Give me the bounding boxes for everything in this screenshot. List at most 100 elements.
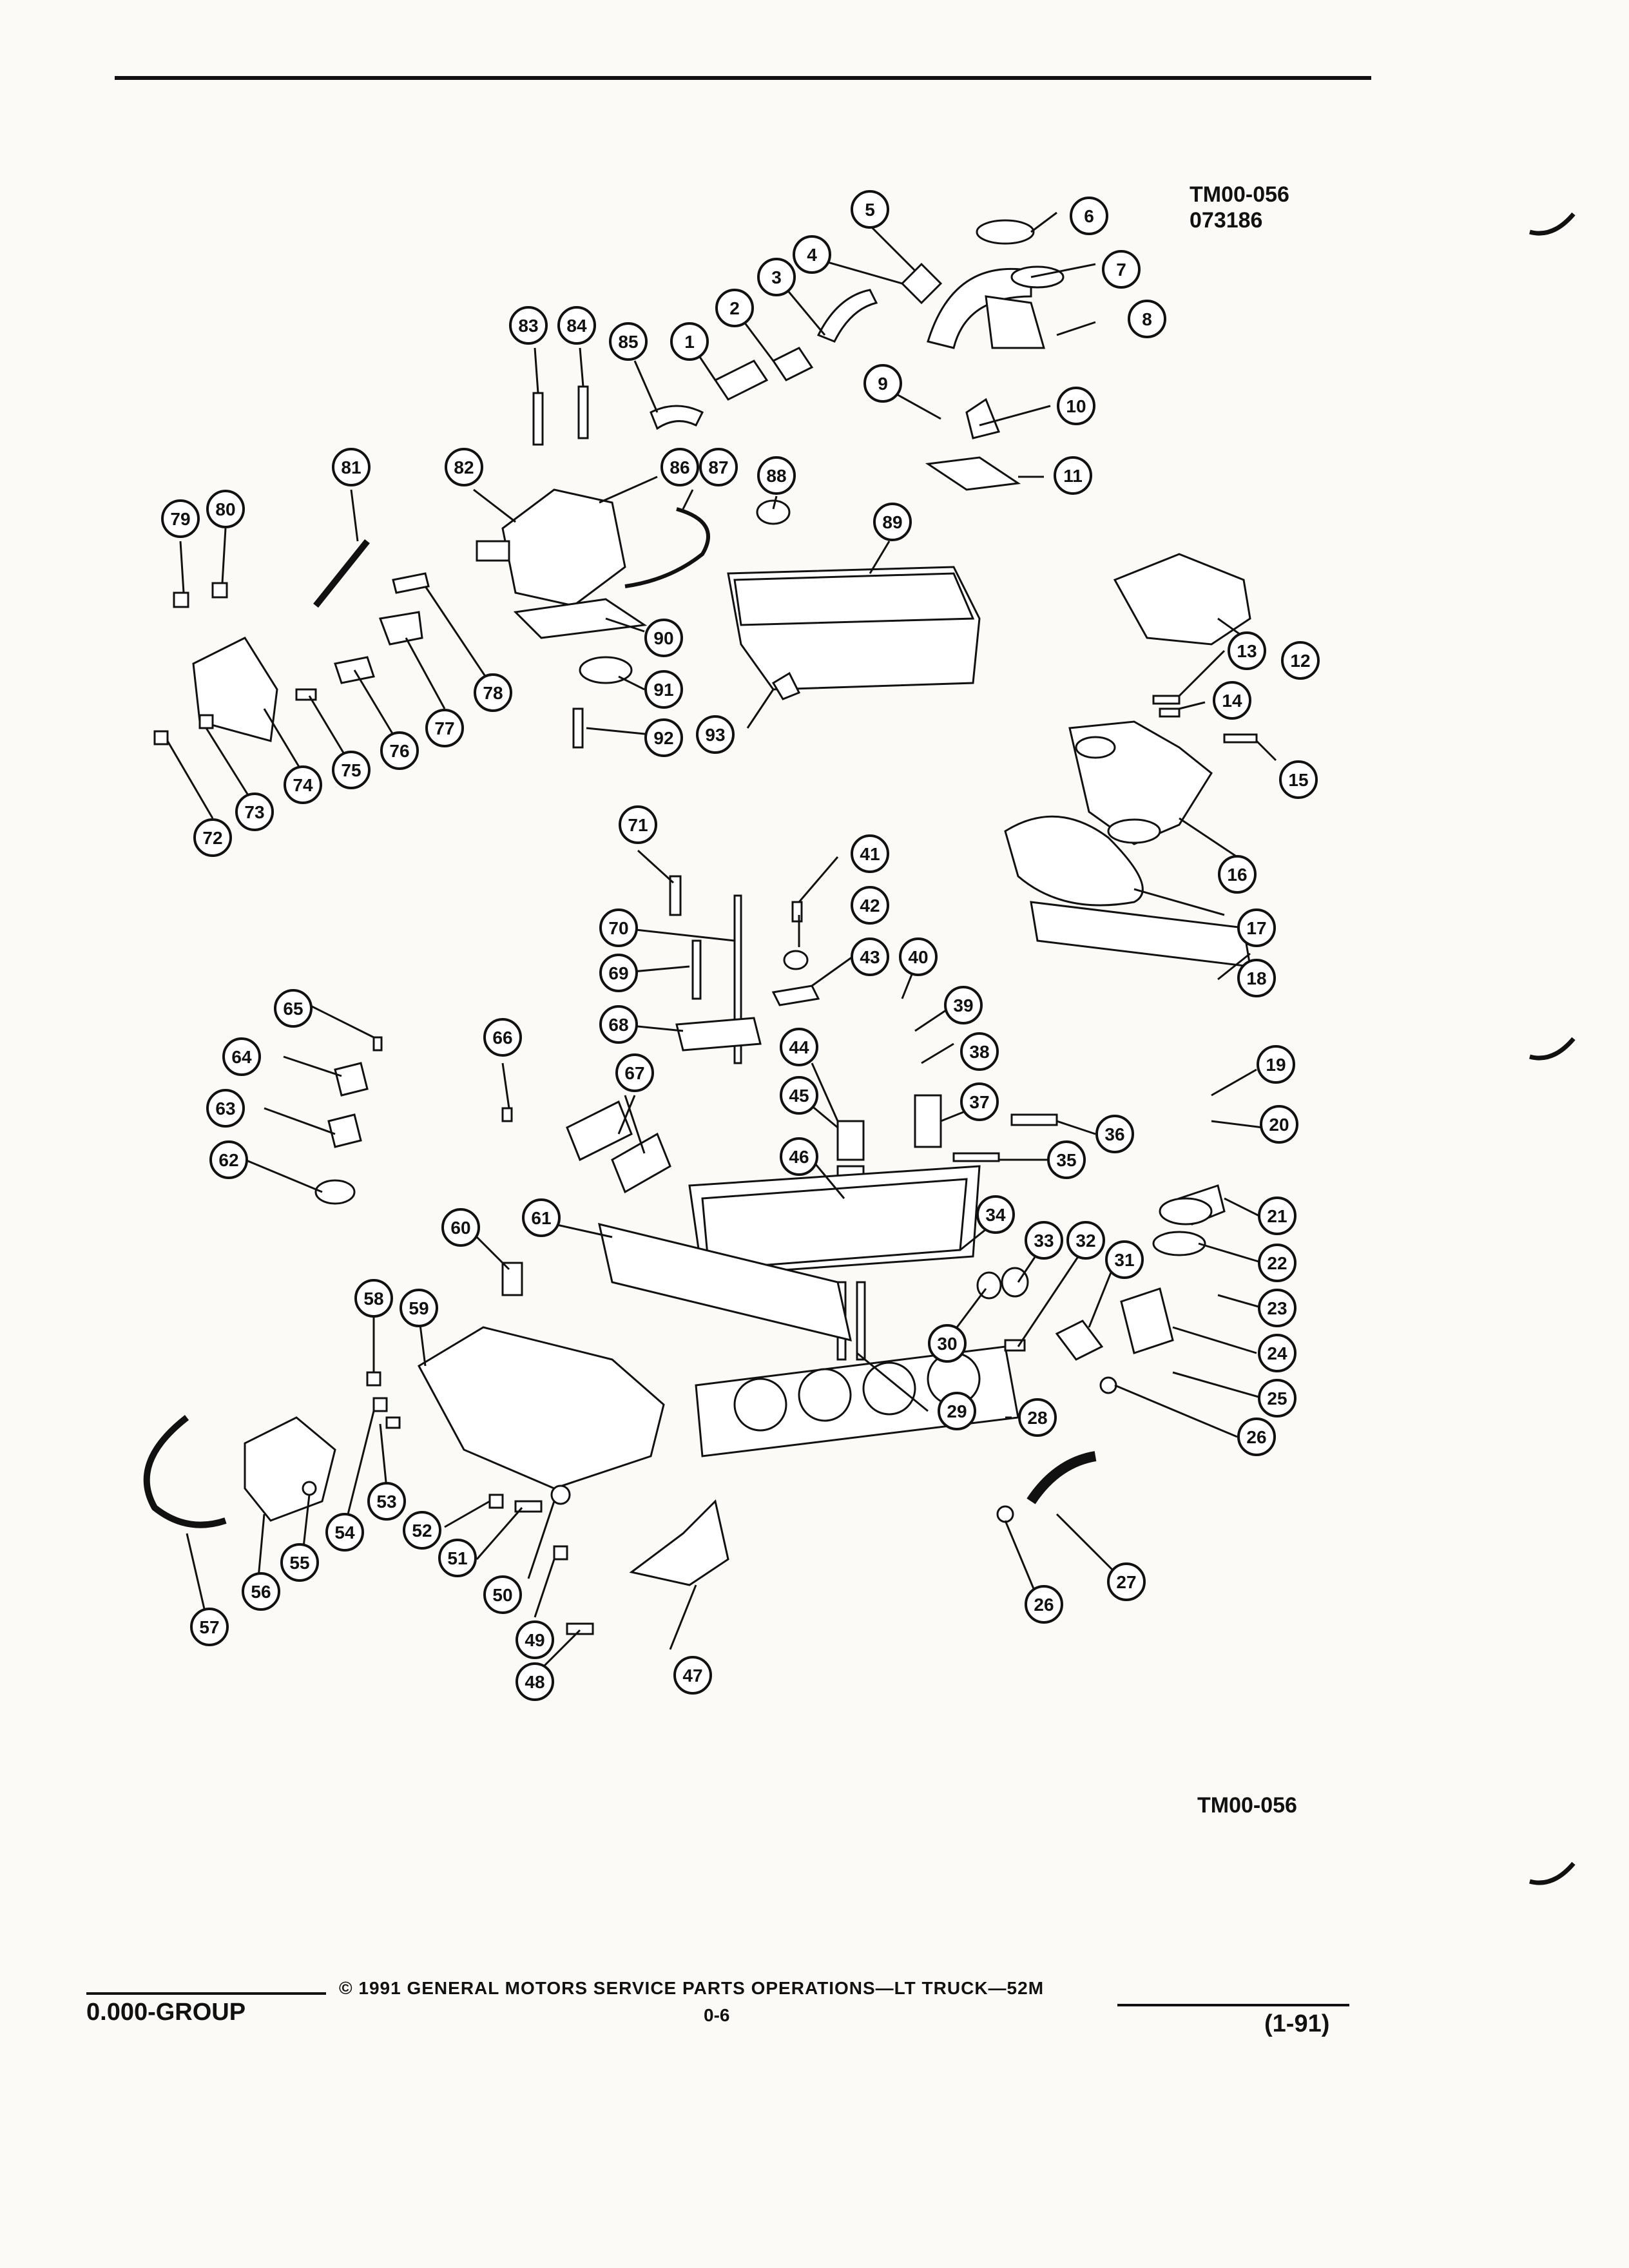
callout-circle — [483, 1018, 522, 1057]
callout-number: 46 — [789, 1147, 809, 1167]
footer-edition: (1-91) — [1264, 2010, 1330, 2037]
callout-circle — [509, 306, 548, 345]
callout-number: 26 — [1246, 1427, 1266, 1447]
callout-circle — [280, 1543, 319, 1582]
footer-page-number: 0-6 — [704, 2005, 730, 2025]
callout-12: 12 — [1281, 641, 1320, 680]
callout-number: 88 — [766, 466, 786, 486]
callout-47: 47 — [673, 1656, 712, 1695]
callout-number: 83 — [518, 316, 538, 336]
callout-56: 56 — [242, 1572, 280, 1611]
callout-circle — [899, 937, 938, 976]
callout-92: 92 — [644, 718, 683, 757]
callout-number: 89 — [882, 512, 902, 532]
callout-9: 9 — [863, 364, 902, 403]
callout-57: 57 — [190, 1608, 229, 1646]
callout-number: 27 — [1116, 1572, 1136, 1592]
callout-89: 89 — [873, 503, 912, 541]
callout-number: 64 — [231, 1047, 252, 1067]
callout-circle — [516, 1620, 554, 1659]
callout-number: 32 — [1075, 1231, 1095, 1251]
callout-circle — [483, 1575, 522, 1614]
callout-18: 18 — [1237, 959, 1276, 997]
callout-circle — [1237, 908, 1276, 947]
callout-number: 70 — [608, 918, 628, 938]
callout-31: 31 — [1105, 1240, 1144, 1279]
diagram-code-bottom: TM00-056 — [1197, 1793, 1297, 1818]
callout-number: 5 — [865, 200, 875, 220]
callout-87: 87 — [699, 448, 738, 486]
callout-circle — [1279, 760, 1318, 799]
callout-circle — [1228, 631, 1266, 670]
callout-circle — [438, 1539, 477, 1577]
callout-circle — [474, 673, 512, 712]
callout-number: 87 — [708, 457, 728, 477]
callout-circle — [354, 1279, 393, 1318]
callout-number: 24 — [1267, 1343, 1287, 1363]
callout-2: 2 — [715, 289, 754, 327]
callout-7: 7 — [1102, 250, 1141, 289]
callout-circle — [715, 289, 754, 327]
callout-circle — [1218, 855, 1257, 894]
callout-number: 9 — [878, 374, 888, 394]
callout-43: 43 — [851, 937, 889, 976]
callout-number: 68 — [608, 1015, 628, 1035]
callout-37: 37 — [960, 1082, 999, 1121]
callout-46: 46 — [780, 1137, 818, 1176]
callout-number: 59 — [409, 1298, 429, 1318]
callout-number: 31 — [1114, 1250, 1134, 1270]
callout-circle — [1070, 197, 1108, 235]
footer-rule-right — [1117, 2004, 1349, 2006]
callout-58: 58 — [354, 1279, 393, 1318]
callout-53: 53 — [367, 1482, 406, 1521]
callout-number: 82 — [454, 457, 474, 477]
callout-number: 54 — [334, 1523, 355, 1542]
callout-22: 22 — [1258, 1244, 1296, 1282]
callout-circle — [400, 1289, 438, 1327]
callout-68: 68 — [599, 1005, 638, 1044]
callout-number: 20 — [1269, 1115, 1289, 1135]
callout-55: 55 — [280, 1543, 319, 1582]
callout-circle — [1105, 1240, 1144, 1279]
callout-number: 3 — [771, 267, 782, 287]
callout-19: 19 — [1257, 1045, 1295, 1084]
callout-84: 84 — [557, 306, 596, 345]
callout-54: 54 — [325, 1513, 364, 1552]
callout-number: 53 — [376, 1492, 396, 1512]
callout-number: 29 — [947, 1401, 967, 1421]
callout-number: 47 — [682, 1666, 702, 1686]
callout-circle — [599, 908, 638, 947]
callout-number: 17 — [1246, 918, 1266, 938]
margin-mark-top — [1529, 212, 1576, 236]
callout-number: 36 — [1104, 1124, 1124, 1144]
callout-48: 48 — [516, 1662, 554, 1701]
callout-72: 72 — [193, 818, 232, 857]
callout-38: 38 — [960, 1032, 999, 1071]
callout-circle — [403, 1511, 441, 1550]
callout-circle — [332, 751, 371, 789]
callout-number: 76 — [389, 741, 409, 761]
callout-number: 48 — [525, 1672, 545, 1692]
callout-number: 72 — [202, 828, 222, 848]
callout-number: 15 — [1288, 770, 1308, 790]
callout-number: 80 — [215, 499, 235, 519]
callout-circle — [190, 1608, 229, 1646]
callout-circle — [242, 1572, 280, 1611]
callout-circle — [851, 834, 889, 873]
callout-41: 41 — [851, 834, 889, 873]
callout-number: 8 — [1142, 309, 1152, 329]
callout-circle — [1018, 1398, 1057, 1437]
callout-number: 52 — [412, 1521, 432, 1541]
callout-74: 74 — [284, 765, 322, 804]
callout-number: 93 — [705, 725, 725, 745]
callout-circle — [660, 448, 699, 486]
callout-circle — [222, 1037, 261, 1076]
callout-40: 40 — [899, 937, 938, 976]
callout-circle — [206, 1089, 245, 1128]
callout-69: 69 — [599, 954, 638, 992]
callout-number: 91 — [653, 680, 673, 700]
callout-51: 51 — [438, 1539, 477, 1577]
callout-circle — [873, 503, 912, 541]
callout-circle — [1281, 641, 1320, 680]
callout-number: 61 — [531, 1208, 551, 1228]
